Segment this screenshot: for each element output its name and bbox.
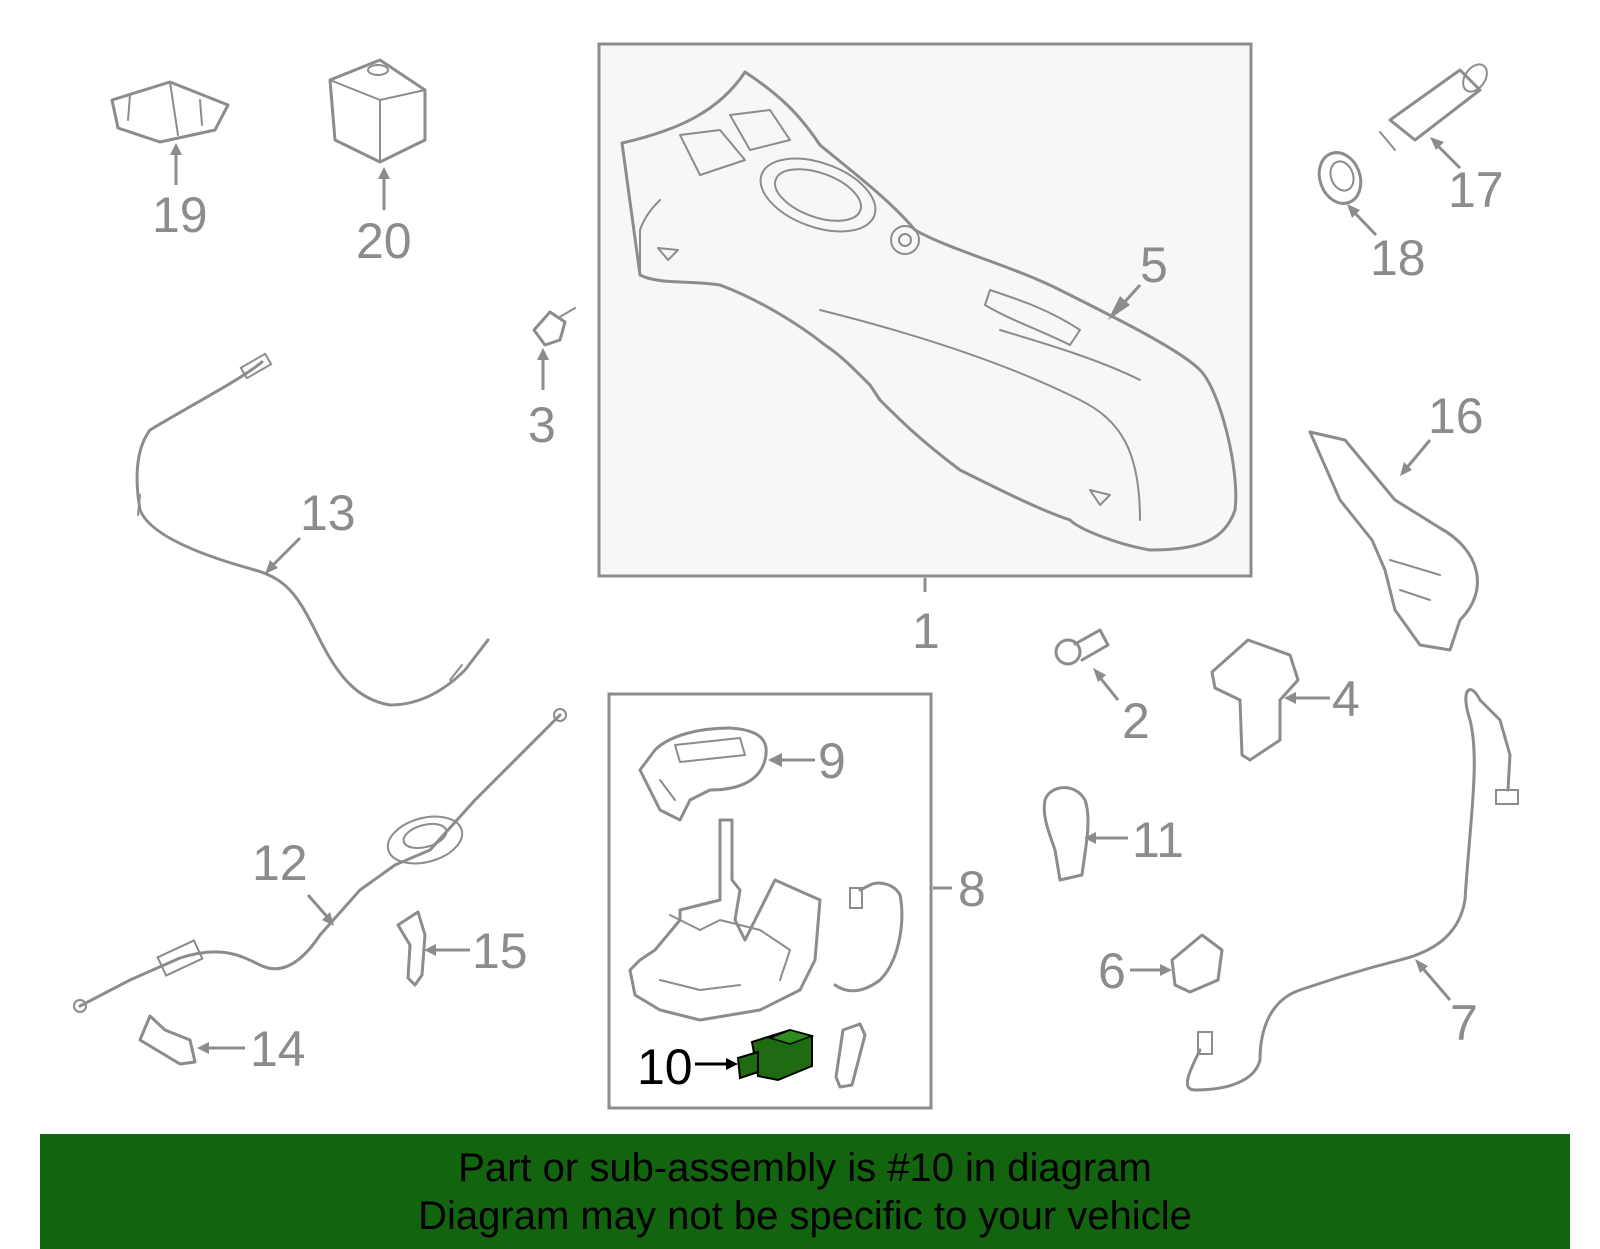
callout-12: 12	[252, 835, 308, 891]
callout-3: 3	[528, 397, 556, 453]
part-11-knob	[1042, 786, 1090, 882]
part-14-bracket	[138, 1014, 197, 1066]
center-console-part	[620, 70, 1238, 552]
callout-19: 19	[152, 187, 208, 243]
callout-6: 6	[1098, 943, 1126, 999]
shifter-harness-part	[833, 881, 904, 993]
callout-1: 1	[912, 603, 940, 659]
part-20-relay	[328, 58, 427, 164]
info-banner: Part or sub-assembly is #10 in diagram D…	[40, 1134, 1570, 1249]
callout-17: 17	[1448, 162, 1504, 218]
callout-13: 13	[300, 485, 356, 541]
callout-5: 5	[1140, 237, 1168, 293]
part-15-bracket	[396, 910, 427, 987]
part-18-ring	[1317, 151, 1363, 205]
banner-line-1: Part or sub-assembly is #10 in diagram	[458, 1145, 1152, 1190]
callout-4: 4	[1332, 671, 1360, 727]
shifter-assembly-box: 9 10	[607, 692, 933, 1110]
callout-10: 10	[637, 1039, 693, 1095]
part-19-switch	[110, 80, 230, 144]
shifter-base-part	[628, 818, 822, 1022]
callout-11: 11	[1132, 812, 1184, 868]
part-13-cable	[135, 352, 490, 707]
banner-line-2: Diagram may not be specific to your vehi…	[418, 1193, 1192, 1238]
shift-indicator-part	[638, 726, 768, 822]
part-16-handbrake	[1308, 430, 1479, 652]
callout-14: 14	[250, 1021, 306, 1077]
part-2-screw	[1054, 628, 1110, 666]
console-assembly-box: 5	[597, 42, 1253, 578]
callout-7: 7	[1450, 995, 1478, 1051]
knob-cover-part	[834, 1022, 867, 1089]
callout-16: 16	[1428, 388, 1484, 444]
callout-9: 9	[818, 733, 846, 789]
callout-18: 18	[1370, 230, 1426, 286]
part-3-clip	[532, 307, 576, 347]
highlighted-part-10	[736, 1028, 815, 1082]
part-6-switch	[1170, 933, 1224, 994]
callout-15: 15	[472, 923, 528, 979]
callout-2: 2	[1122, 693, 1150, 749]
part-17-socket	[1379, 63, 1488, 151]
part-12-cable	[73, 708, 567, 1013]
callout-8: 8	[958, 861, 986, 917]
part-4-bracket	[1210, 638, 1300, 762]
callout-20: 20	[356, 213, 412, 269]
part-7-harness	[1185, 688, 1519, 1092]
